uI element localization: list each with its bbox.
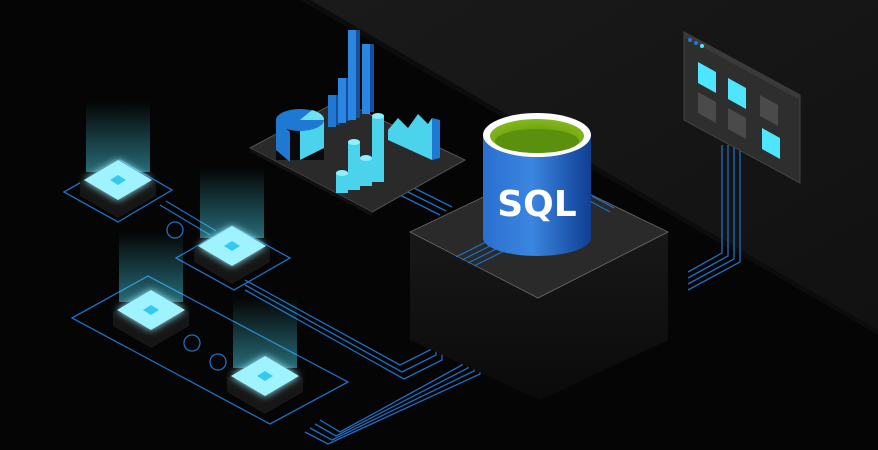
pie-chart-icon [276, 109, 325, 162]
cylinder-bar-chart-icon [336, 113, 384, 193]
tile-inactive [698, 92, 716, 123]
compute-node-2 [194, 168, 270, 284]
compute-node-1 [80, 102, 156, 218]
analytics-platform [248, 30, 467, 216]
dashboard-window [683, 31, 801, 184]
window-dot-1 [688, 38, 692, 42]
sql-database-icon: SQL [483, 113, 591, 256]
area-chart-icon [388, 114, 440, 160]
bar-chart-icon [328, 30, 374, 127]
compute-node-4 [227, 298, 303, 414]
compute-node-3 [113, 232, 189, 348]
tile-inactive [728, 108, 746, 139]
window-dot-2 [694, 41, 698, 45]
tile-inactive [760, 95, 778, 126]
tile-active [728, 78, 746, 109]
sql-label: SQL [497, 184, 576, 225]
tile-active [762, 128, 780, 159]
dashboard-tiles [698, 62, 780, 159]
window-dot-3 [700, 44, 704, 48]
tile-active [698, 62, 716, 93]
